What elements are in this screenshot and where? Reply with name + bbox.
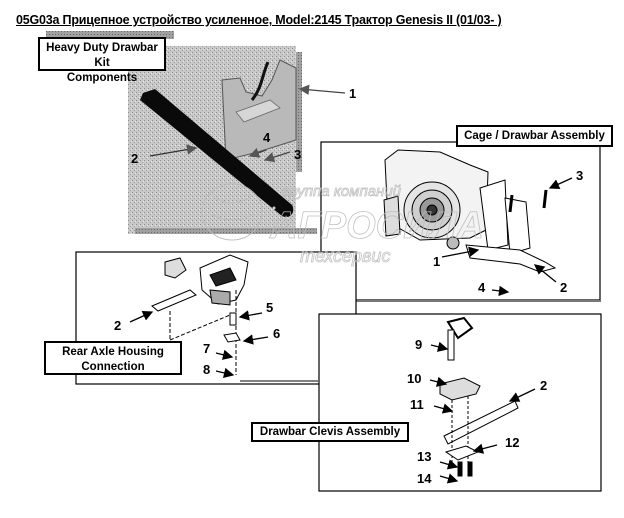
- callout-2: 2: [114, 318, 121, 333]
- callout-arrow: [441, 246, 480, 258]
- panel-shadow: [296, 52, 302, 172]
- callout-arrow: [548, 177, 573, 189]
- callout-arrow: [508, 388, 536, 402]
- callout-2: 2: [131, 151, 138, 166]
- callout-11: 11: [410, 397, 424, 412]
- callout-2: 2: [560, 280, 567, 295]
- label-line: Rear Axle Housing: [62, 346, 164, 358]
- callout-arrow: [298, 84, 346, 95]
- callout-arrow: [491, 285, 510, 297]
- callout-12: 12: [505, 435, 519, 450]
- callout-arrow: [439, 459, 459, 470]
- panel-shadow: [135, 228, 317, 234]
- callout-1: 1: [349, 86, 356, 101]
- label-line: Cage / Drawbar Assembly: [464, 130, 605, 142]
- cage-drawbar-label: Cage / Drawbar Assembly: [456, 125, 613, 147]
- callout-3: 3: [576, 168, 583, 183]
- cage-bracket-part: [221, 59, 297, 161]
- heavy-duty-kit-panel: 1 2 3 4: [46, 31, 356, 234]
- label-line: Components: [66, 72, 138, 84]
- callout-arrow: [242, 334, 269, 345]
- rear-axle-label: Rear Axle Housing Connection: [44, 341, 182, 375]
- drawbar-clevis-panel: 9 10 11 2 12 13 14: [240, 313, 602, 492]
- callout-arrow: [129, 311, 154, 323]
- drawbar-clevis-label: Drawbar Clevis Assembly: [251, 422, 409, 442]
- label-line: Drawbar Clevis Assembly: [259, 426, 401, 438]
- callout-6: 6: [273, 326, 280, 341]
- callout-10: 10: [407, 371, 421, 386]
- callout-arrow: [533, 264, 557, 283]
- callout-9: 9: [415, 337, 422, 352]
- callout-13: 13: [417, 449, 431, 464]
- page-title: 05G03a Прицепное устройство усиленное, M…: [16, 13, 502, 27]
- callout-arrow: [215, 367, 235, 378]
- cage-drawbar-panel: 3 1 2 4: [320, 141, 601, 302]
- transmission-housing-drawing: [383, 149, 557, 273]
- callout-14: 14: [417, 471, 432, 486]
- rear-axle-bracket-drawing: [151, 254, 249, 375]
- label-line: Connection: [81, 361, 145, 373]
- callout-5: 5: [266, 300, 273, 315]
- callout-arrow: [215, 349, 234, 360]
- watermark-line1: группа компаний: [282, 183, 402, 200]
- callout-arrow: [439, 473, 459, 484]
- clevis-drawing: [439, 316, 519, 477]
- callout-arrow: [248, 147, 267, 158]
- callout-arrow: [238, 310, 263, 321]
- callout-1: 1: [433, 254, 440, 269]
- watermark-line3: техсервис: [300, 246, 390, 266]
- callout-4: 4: [478, 280, 486, 295]
- callout-arrow: [149, 144, 198, 157]
- callout-7: 7: [203, 341, 210, 356]
- heavy-duty-kit-label: Heavy Duty Drawbar Kit Components: [38, 37, 166, 84]
- watermark: группа компаний АГРОСИЛА техсервис: [201, 183, 484, 266]
- callout-3: 3: [294, 147, 301, 162]
- label-line: Heavy Duty Drawbar Kit: [46, 42, 158, 69]
- watermark-line2: АГРОСИЛА: [269, 205, 484, 247]
- drawbar-part: [140, 89, 294, 218]
- callout-arrow: [472, 443, 498, 454]
- callout-8: 8: [203, 362, 210, 377]
- callout-arrow: [430, 341, 449, 352]
- callout-4: 4: [263, 130, 271, 145]
- callout-arrow: [429, 376, 448, 387]
- callout-2: 2: [540, 378, 547, 393]
- callout-arrow: [433, 403, 454, 414]
- watermark-logo-icon: [201, 183, 263, 241]
- callout-arrow: [263, 151, 291, 163]
- panel-shadow: [46, 31, 174, 39]
